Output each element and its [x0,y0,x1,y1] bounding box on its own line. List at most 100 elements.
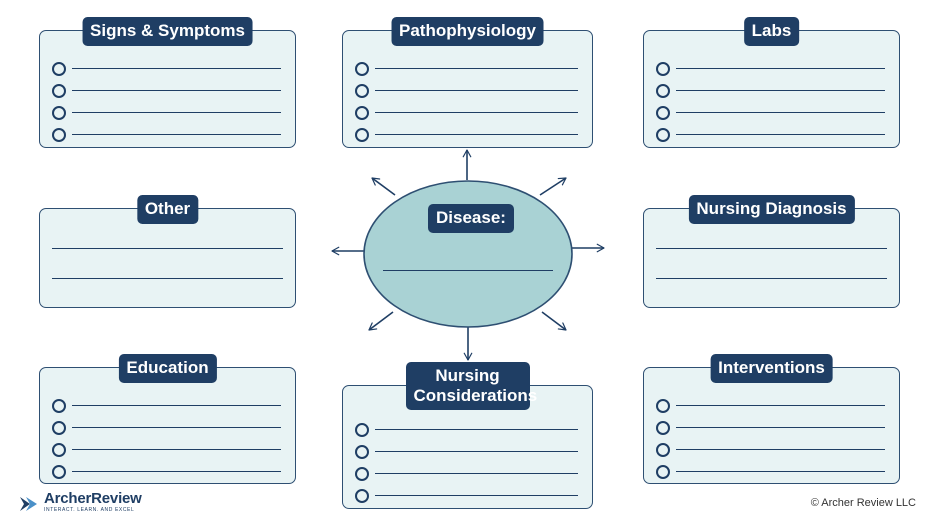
checkbox[interactable] [656,128,670,142]
checkbox[interactable] [52,106,66,120]
checkbox[interactable] [355,106,369,120]
checkbox[interactable] [355,445,369,459]
list-item [355,419,580,441]
interventions-card: Interventions [643,354,900,484]
checkbox[interactable] [355,128,369,142]
write-line[interactable] [375,112,578,113]
checkbox[interactable] [656,443,670,457]
list-item [355,80,580,102]
list-item [52,439,283,461]
checkbox[interactable] [355,423,369,437]
write-line[interactable] [52,248,283,249]
disease-label: Disease: [428,204,514,233]
write-line[interactable] [676,68,885,69]
list-item [355,58,580,80]
write-line[interactable] [375,90,578,91]
write-line[interactable] [676,427,885,428]
archer-review-brand: ArcherReview INTERACT. LEARN. AND EXCEL [18,491,142,517]
nursing-considerations-card: Nursing Considerations [342,362,593,509]
brand-tagline: INTERACT. LEARN. AND EXCEL [44,507,135,513]
signs-symptoms-label: Signs & Symptoms [82,17,253,46]
write-line[interactable] [375,429,578,430]
list-item [52,461,283,483]
education-card: Education [39,354,296,484]
list-item [52,102,283,124]
nursing-considerations-list [355,419,580,507]
checkbox[interactable] [355,62,369,76]
write-line[interactable] [676,112,885,113]
write-line[interactable] [375,451,578,452]
arrow-to-interventions [541,311,567,331]
brand-name: ArcherReview [44,490,142,507]
checkbox[interactable] [52,443,66,457]
list-item [52,80,283,102]
write-line[interactable] [72,449,281,450]
write-line[interactable] [676,134,885,135]
checkbox[interactable] [355,84,369,98]
checkbox[interactable] [656,106,670,120]
checkbox[interactable] [52,62,66,76]
education-label: Education [118,354,217,383]
arrow-to-signs-symptoms [371,177,396,196]
labs-card: Labs [643,17,900,148]
pathophysiology-list [355,58,580,146]
write-line[interactable] [375,495,578,496]
checkbox[interactable] [355,489,369,503]
write-line[interactable] [72,427,281,428]
write-line[interactable] [676,90,885,91]
write-line[interactable] [72,471,281,472]
checkbox[interactable] [656,62,670,76]
checkbox[interactable] [52,84,66,98]
checkbox[interactable] [656,84,670,98]
write-line[interactable] [375,68,578,69]
interventions-list [656,395,887,483]
write-line[interactable] [72,134,281,135]
write-line[interactable] [72,112,281,113]
pathophysiology-label: Pathophysiology [391,17,544,46]
disease-write-line[interactable] [383,270,553,271]
write-line[interactable] [676,405,885,406]
list-item [656,80,887,102]
write-line[interactable] [656,248,887,249]
list-item [656,124,887,146]
write-line[interactable] [72,68,281,69]
archer-logo-icon [20,497,37,511]
write-line[interactable] [72,90,281,91]
pathophysiology-card: Pathophysiology [342,17,593,148]
list-item [355,102,580,124]
checkbox[interactable] [52,465,66,479]
checkbox[interactable] [355,467,369,481]
nursing-considerations-label: Nursing Considerations [405,362,537,410]
checkbox[interactable] [52,399,66,413]
checkbox[interactable] [656,399,670,413]
list-item [355,124,580,146]
write-line[interactable] [676,471,885,472]
list-item [656,439,887,461]
arrow-to-labs [539,177,567,196]
write-line[interactable] [72,405,281,406]
disease-ellipse [363,180,573,328]
list-item [355,463,580,485]
list-item [355,485,580,507]
list-item [52,417,283,439]
write-line[interactable] [375,473,578,474]
labs-list [656,58,887,146]
checkbox[interactable] [656,465,670,479]
write-line[interactable] [52,278,283,279]
checkbox[interactable] [656,421,670,435]
education-list [52,395,283,483]
list-item [656,395,887,417]
list-item [656,461,887,483]
write-line[interactable] [676,449,885,450]
signs-symptoms-card: Signs & Symptoms [39,17,296,148]
nursing-diagnosis-label: Nursing Diagnosis [688,195,855,224]
nursing-diagnosis-card: Nursing Diagnosis [643,195,900,308]
write-line[interactable] [656,278,887,279]
checkbox[interactable] [52,128,66,142]
list-item [656,417,887,439]
checkbox[interactable] [52,421,66,435]
write-line[interactable] [375,134,578,135]
interventions-label: Interventions [710,354,833,383]
list-item [52,124,283,146]
copyright-text: © Archer Review LLC [810,497,916,509]
